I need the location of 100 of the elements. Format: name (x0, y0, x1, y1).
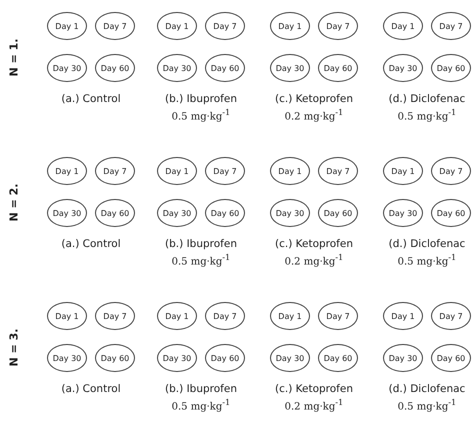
day-label: Day 1 (55, 166, 79, 176)
sample-circle (205, 302, 245, 330)
day-label: Day 1 (55, 22, 79, 30)
sample-circle (205, 12, 245, 40)
day-label: Day 1 (391, 22, 415, 30)
day-label: Day 7 (103, 312, 127, 320)
sample-circle (157, 199, 197, 227)
day-label: Day 60 (436, 354, 466, 362)
sample-circle (205, 199, 245, 227)
day-label: Day 30 (388, 354, 418, 362)
sample-circle (157, 54, 197, 82)
sample-circle (95, 157, 135, 185)
sample-circle (383, 157, 423, 185)
day-label: Day 30 (52, 354, 82, 362)
group-caption: (d.) Diclofenac (388, 238, 466, 250)
sample-circle (95, 199, 135, 227)
sample-circle (383, 302, 423, 330)
day-label: Day 7 (213, 22, 237, 30)
sample-circle (95, 302, 135, 330)
sample-circle (383, 12, 423, 40)
dose-label: 0.5 mg·kg$^{-1}$ (170, 107, 232, 122)
dose-label: 0.5 mg·kg$^{-1}$ (396, 252, 458, 268)
sample-circle (431, 302, 471, 330)
day-label: Day 30 (162, 64, 192, 72)
row-label: N = 1. (7, 38, 20, 76)
day-label: Day 1 (165, 312, 189, 320)
day-label: Day 7 (326, 22, 350, 30)
dose-label: 0.2 mg·kg$^{-1}$ (284, 252, 344, 268)
day-label: Day 1 (391, 166, 415, 176)
row-label: N = 3. (7, 328, 20, 366)
sample-circle (270, 54, 310, 82)
sample-circle (431, 344, 471, 372)
day-label: Day 60 (100, 208, 130, 218)
row-label: N = 2. (7, 183, 20, 221)
sample-circle (383, 54, 423, 82)
dose-label: 0.5 mg·kg$^{-1}$ (170, 252, 232, 268)
day-label: Day 1 (278, 22, 302, 30)
sample-circle (318, 199, 358, 227)
day-label: Day 7 (439, 312, 463, 320)
group-caption: (d.) Diclofenac (388, 93, 466, 105)
group-caption: (c.) Ketoprofen (274, 93, 354, 105)
sample-circle (205, 54, 245, 82)
dose-label: 0.2 mg·kg$^{-1}$ (284, 397, 344, 412)
day-label: Day 60 (324, 354, 352, 362)
sample-circle (431, 199, 471, 227)
group-caption: (c.) Ketoprofen (274, 238, 354, 250)
sample-circle (47, 344, 87, 372)
sample-circle (431, 157, 471, 185)
group-caption: (a.) Control (60, 383, 122, 395)
sample-circle (47, 302, 87, 330)
sample-circle (157, 157, 197, 185)
sample-circle (270, 12, 310, 40)
sample-circle (270, 344, 310, 372)
sample-circle (431, 54, 471, 82)
day-label: Day 60 (436, 208, 466, 218)
sample-circle (47, 12, 87, 40)
sample-circle (270, 302, 310, 330)
day-label: Day 7 (326, 166, 350, 176)
sample-circle (318, 12, 358, 40)
day-label: Day 60 (436, 64, 466, 72)
group-caption: (a.) Control (60, 93, 122, 105)
day-label: Day 30 (388, 64, 418, 72)
sample-circle (383, 199, 423, 227)
group-caption: (d.) Diclofenac (388, 383, 466, 395)
day-label: Day 30 (276, 64, 304, 72)
day-label: Day 1 (55, 312, 79, 320)
day-label: Day 30 (162, 208, 192, 218)
sample-circle (270, 157, 310, 185)
day-label: Day 30 (276, 354, 304, 362)
day-label: Day 60 (100, 354, 130, 362)
day-label: Day 1 (165, 166, 189, 176)
sample-circle (95, 12, 135, 40)
day-label: Day 30 (52, 64, 82, 72)
day-label: Day 7 (326, 312, 350, 320)
day-label: Day 7 (103, 22, 127, 30)
group-caption: (b.) Ibuprofen (164, 93, 238, 105)
sample-circle (318, 157, 358, 185)
day-label: Day 60 (210, 354, 240, 362)
day-label: Day 1 (391, 312, 415, 320)
dose-label: 0.5 mg·kg$^{-1}$ (396, 107, 458, 122)
dose-label: 0.5 mg·kg$^{-1}$ (170, 397, 232, 412)
day-label: Day 7 (213, 166, 237, 176)
sample-circle (205, 344, 245, 372)
day-label: Day 7 (439, 22, 463, 30)
sample-circle (47, 199, 87, 227)
day-label: Day 60 (210, 64, 240, 72)
day-label: Day 60 (100, 64, 130, 72)
day-label: Day 60 (210, 208, 240, 218)
group-caption: (b.) Ibuprofen (164, 238, 238, 250)
sample-circle (157, 302, 197, 330)
dose-label: 0.2 mg·kg$^{-1}$ (284, 107, 344, 122)
sample-circle (318, 344, 358, 372)
sample-circle (431, 12, 471, 40)
sample-circle (47, 54, 87, 82)
sample-circle (47, 157, 87, 185)
day-label: Day 1 (278, 312, 302, 320)
group-caption: (a.) Control (60, 238, 122, 250)
dose-label: 0.5 mg·kg$^{-1}$ (396, 397, 458, 412)
day-label: Day 7 (103, 166, 127, 176)
day-label: Day 7 (439, 166, 463, 176)
